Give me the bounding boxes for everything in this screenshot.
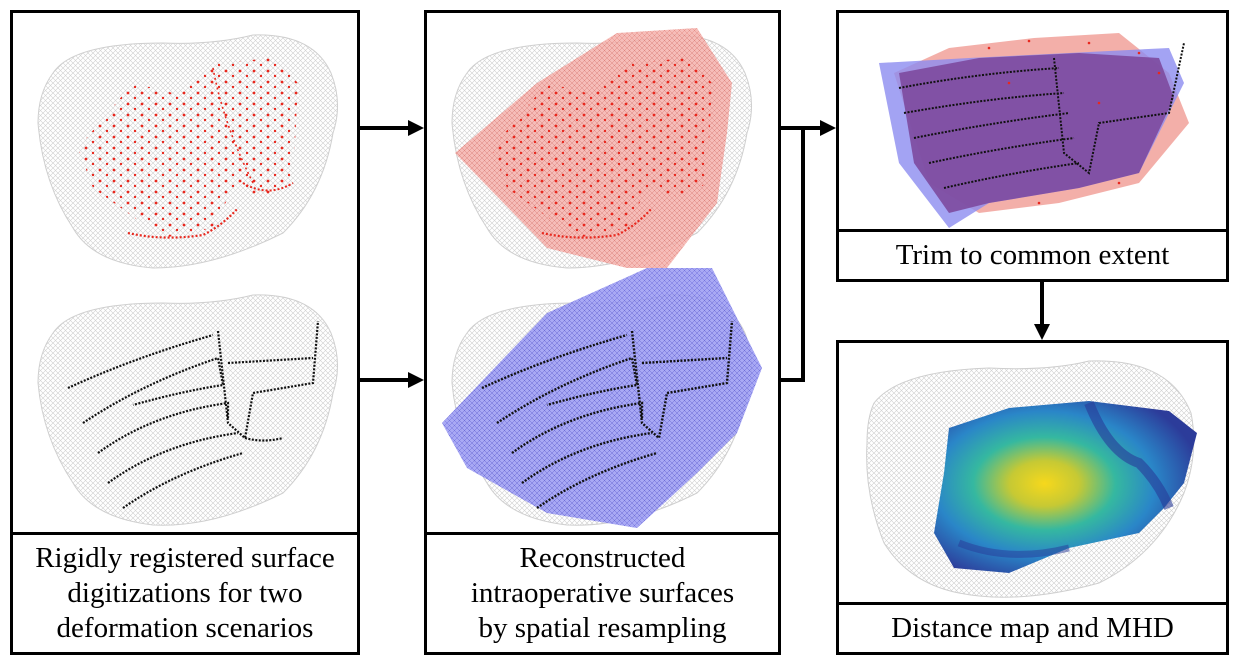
liver-mesh-icon — [37, 34, 338, 526]
panel-distance-map: Distance map and MHD — [836, 340, 1229, 655]
left-caption: Rigidly registered surface digitizations… — [13, 532, 357, 652]
top-right-caption: Trim to common extent — [839, 229, 1226, 279]
distance-heatmap — [934, 401, 1197, 573]
trimmed-overlap-figure — [879, 33, 1189, 228]
panel-trim-common-extent: Trim to common extent — [836, 10, 1229, 282]
scenario-1-digitization — [78, 58, 298, 239]
down-arrow-icon — [1034, 324, 1050, 340]
liver-mesh-icon — [442, 28, 762, 528]
scenario-2-digitization — [67, 320, 320, 509]
panel-surface-digitizations: Rigidly registered surface digitizations… — [10, 10, 360, 655]
middle-caption: Reconstructed intraoperative surfaces by… — [427, 532, 778, 652]
overlap-region — [899, 53, 1174, 213]
bottom-right-caption: Distance map and MHD — [839, 602, 1226, 652]
panel-reconstructed-surfaces: Reconstructed intraoperative surfaces by… — [424, 10, 781, 655]
surface-2 — [442, 268, 762, 528]
liver-mesh-icon — [866, 360, 1197, 598]
right-arrow-icon — [820, 120, 836, 136]
